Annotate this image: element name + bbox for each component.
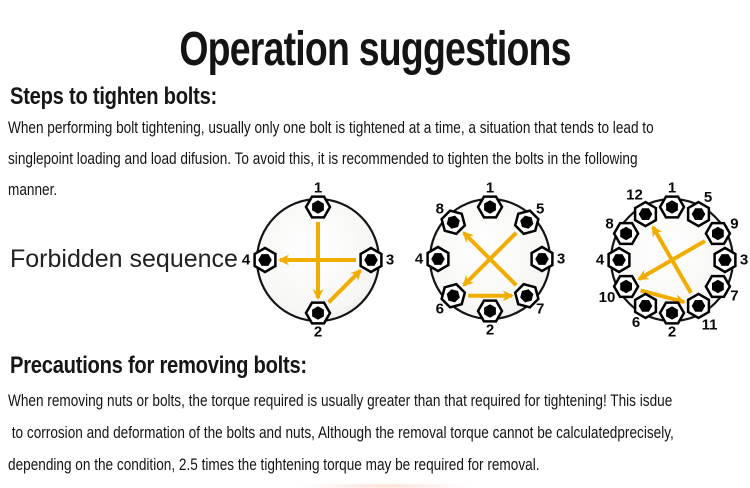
tighten-paragraph-line: manner. (8, 180, 58, 199)
bolt-number-label: 9 (730, 216, 738, 233)
bolt-nut-core (312, 200, 324, 214)
bolt-number-label: 8 (605, 216, 613, 233)
bolt-nut-core (535, 253, 549, 265)
bolt-number-label: 3 (740, 252, 748, 269)
bolt-number-label: 7 (730, 288, 738, 305)
removal-paragraph-line: When removing nuts or bolts, the torque … (8, 391, 673, 410)
sequence-arrow (462, 231, 518, 287)
bolt-number-label: 3 (557, 251, 565, 268)
bolt-nut-core (520, 289, 534, 303)
bolt-number-label: 4 (242, 252, 251, 269)
sequence-arrow (651, 225, 693, 294)
bolt-number-label: 6 (436, 301, 444, 318)
bolt-nut-core (691, 300, 706, 312)
bolt-nut-core (612, 254, 626, 266)
bolt-number-label: 7 (536, 301, 544, 318)
bolt-number-label: 8 (436, 200, 444, 217)
tighten-paragraph: When performing bolt tightening, usually… (8, 112, 750, 205)
bolt-nut-core (666, 200, 678, 214)
bolt-number-label: 4 (415, 251, 424, 268)
bolt-nut-core (712, 279, 724, 294)
bolt-nut-core (258, 254, 272, 266)
bolt-nut-core (691, 208, 706, 220)
tighten-paragraph-line: When performing bolt tightening, usually… (8, 118, 654, 137)
bolt-number-label: 2 (486, 322, 494, 339)
removal-paragraph: When removing nuts or bolts, the torque … (8, 385, 750, 481)
diagram-eight-bolt-sequence: 1 5 3 7 2 6 4 8 (415, 180, 565, 339)
page-title: Operation suggestions (179, 23, 571, 76)
bolt-nut-core (666, 306, 678, 320)
bolt-number-label: 3 (386, 252, 394, 269)
forbidden-sequence-label: Forbidden sequence (10, 245, 238, 273)
bolt-nut-core (520, 215, 534, 229)
bolt-number-label: 4 (596, 252, 605, 269)
removal-paragraph-line: depending on the condition, 2.5 times th… (8, 455, 540, 474)
bolt-nut-core (312, 306, 324, 320)
sequence-arrow (327, 269, 362, 304)
bolt-nut-core (712, 226, 724, 241)
removal-section-heading: Precautions for removing bolts: (10, 352, 307, 379)
bolt-number-label: 11 (702, 317, 718, 334)
diagram-four-bolt-sequence: 1 3 2 4 (242, 180, 394, 341)
tighten-section-heading: Steps to tighten bolts: (10, 83, 217, 110)
bolt-number-label: 1 (668, 180, 676, 197)
bolt-number-label: 2 (314, 324, 322, 341)
bolt-nut-core (484, 200, 496, 214)
bolt-nut-core (638, 208, 653, 220)
bolt-number-label: 5 (536, 200, 544, 217)
cropped-bottom-element (298, 484, 473, 488)
bolt-nut-core (718, 254, 732, 266)
bolt-nut-core (638, 300, 653, 312)
bolt-nut-core (446, 289, 460, 303)
bolt-nut-core (620, 226, 632, 241)
removal-paragraph-line: to corrosion and deformation of the bolt… (8, 423, 674, 442)
sequence-arrow (640, 288, 686, 305)
bolt-nut-core (446, 215, 460, 229)
bolt-number-label: 12 (626, 187, 643, 204)
bolt-nut-core (620, 279, 632, 294)
bolt-number-label: 1 (314, 180, 322, 197)
tighten-paragraph-line: singlepoint loading and load difusion. T… (8, 149, 638, 168)
bolt-nut-core (364, 254, 378, 266)
bolt-number-label: 2 (668, 324, 676, 341)
bolt-nut-core (484, 304, 496, 318)
bolt-nut-core (431, 253, 445, 265)
bolt-number-label: 1 (486, 180, 494, 197)
bolt-number-label: 10 (599, 289, 616, 306)
bolt-number-label: 5 (704, 189, 712, 206)
bolt-number-label: 6 (632, 314, 640, 331)
